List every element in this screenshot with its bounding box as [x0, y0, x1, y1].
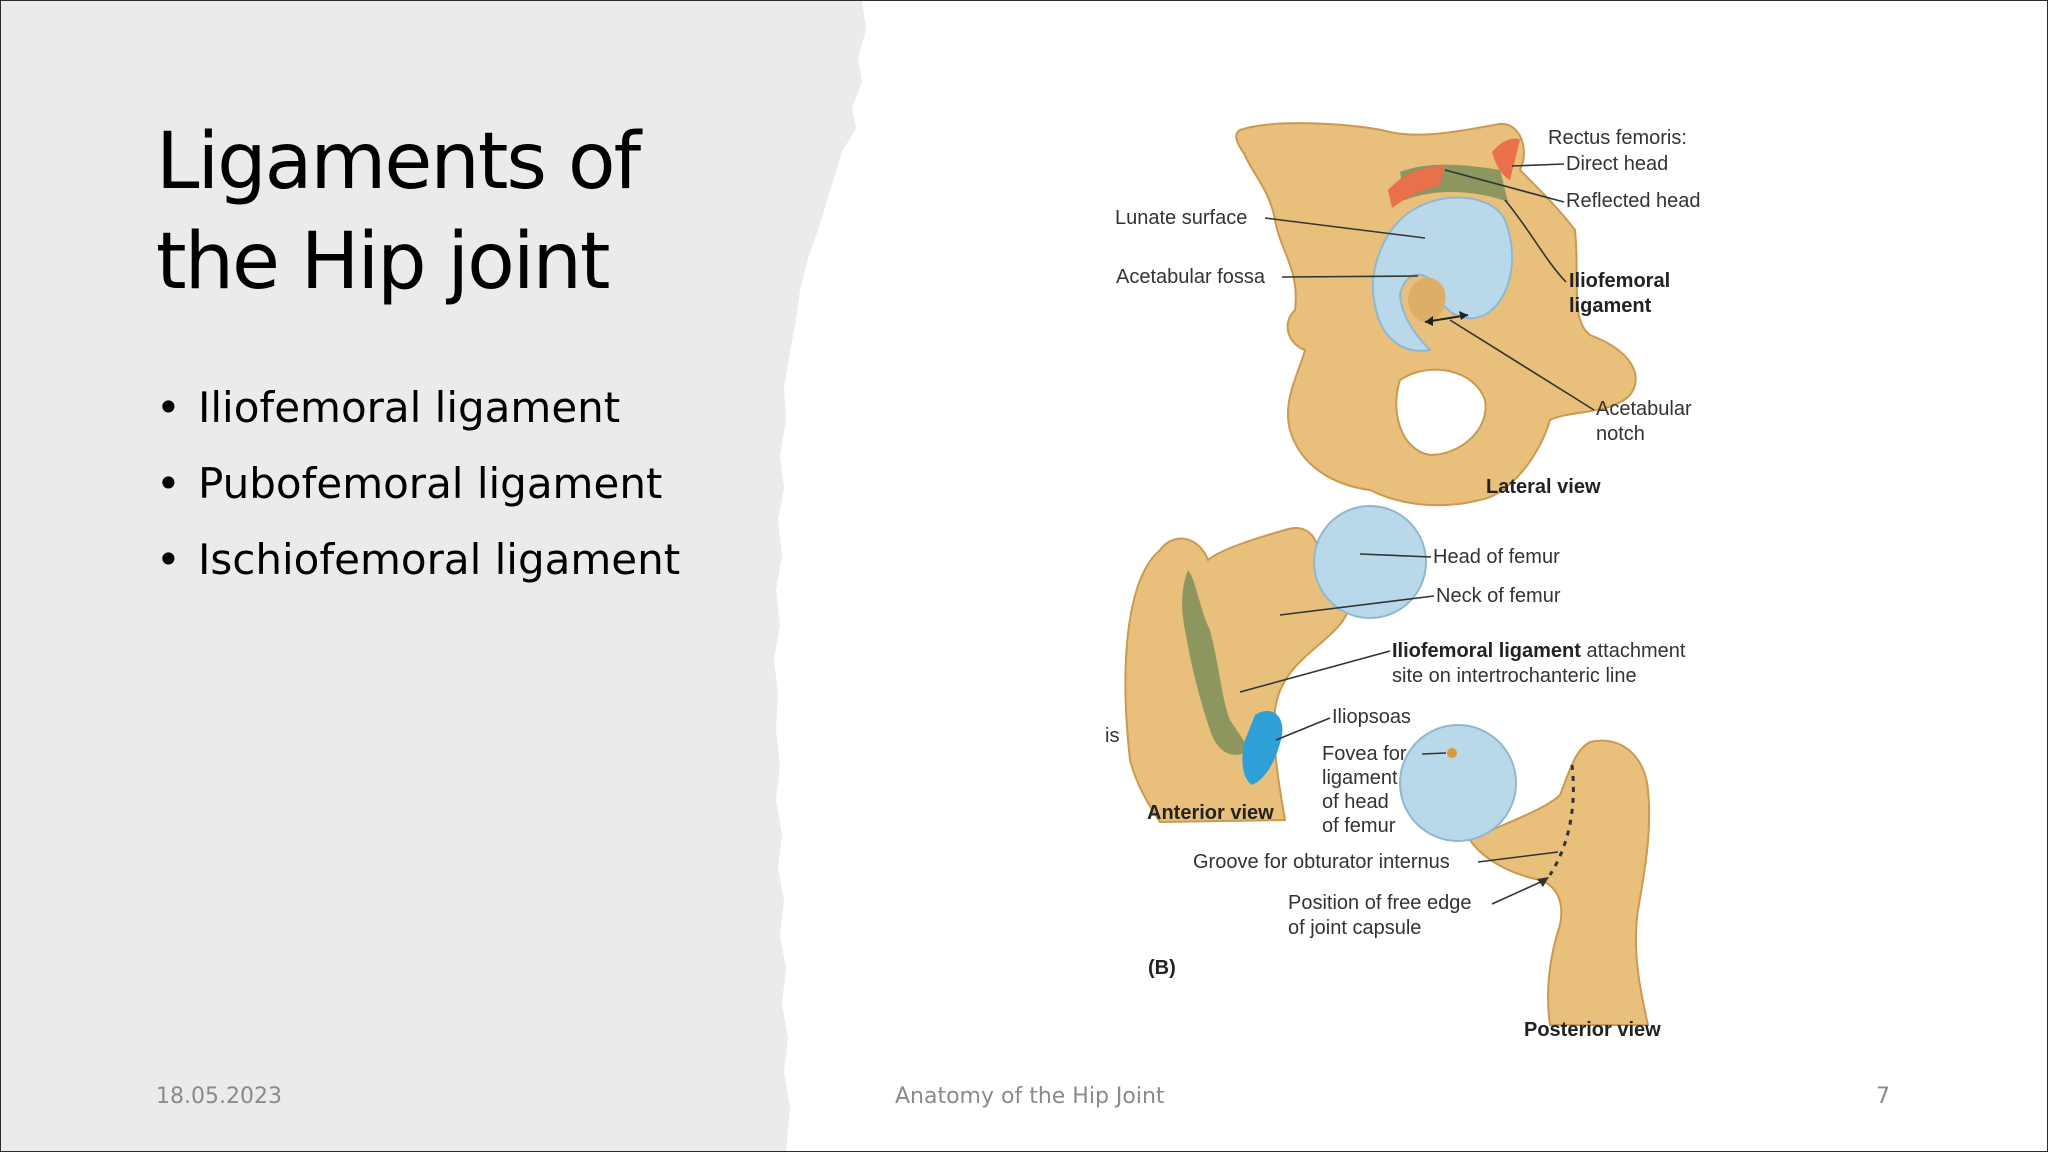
- footer-page-number: 7: [1876, 1084, 1890, 1109]
- leader-head-of-femur: [1359, 553, 1432, 558]
- leader-neck-of-femur: [1279, 595, 1435, 616]
- leader-acetabular-fossa: [1281, 275, 1419, 278]
- leader-iliofemoral: [1504, 199, 1567, 283]
- label-reflected-head: Reflected head: [1566, 190, 1701, 212]
- label-fovea-2: ligament: [1322, 767, 1398, 789]
- label-panel-b: (B): [1148, 957, 1176, 979]
- label-direct-head: Direct head: [1566, 153, 1668, 175]
- arrowhead-free-edge: [1537, 877, 1549, 887]
- anterior-view-illustration: [1124, 505, 1427, 824]
- label-acetabular-fossa: Acetabular fossa: [1116, 266, 1266, 288]
- label-free-edge-2: of joint capsule: [1288, 917, 1421, 939]
- leader-attachment: [1239, 650, 1391, 693]
- leader-iliopsoas: [1275, 717, 1331, 741]
- hip-anatomy-figure: Rectus femoris: Direct head Reflected he…: [1100, 110, 1740, 1060]
- posterior-view-illustration: [1399, 724, 1651, 1026]
- bullet-ischiofemoral: Ischiofemoral ligament: [156, 522, 836, 598]
- bullet-pubofemoral: Pubofemoral ligament: [156, 446, 836, 522]
- title-line-2: the Hip joint: [156, 217, 611, 307]
- label-iliofemoral-1: Iliofemoral: [1569, 270, 1670, 292]
- label-fovea-1: Fovea for: [1322, 743, 1407, 765]
- label-anterior-view: Anterior view: [1147, 802, 1274, 824]
- label-attachment-line-2: site on intertrochanteric line: [1392, 665, 1637, 687]
- label-attachment-bold: Iliofemoral ligament: [1392, 640, 1581, 662]
- leader-reflected-head: [1444, 169, 1565, 203]
- label-fovea-3: of head: [1322, 791, 1389, 813]
- label-attachment-rest: attachment: [1581, 640, 1686, 662]
- label-rectus-femoris: Rectus femoris:: [1548, 127, 1687, 149]
- label-head-of-femur: Head of femur: [1433, 546, 1560, 568]
- label-lateral-view: Lateral view: [1486, 476, 1601, 498]
- leader-acetabular-notch: [1449, 319, 1595, 411]
- slide-title: Ligaments of the Hip joint: [156, 112, 796, 312]
- label-posterior-view: Posterior view: [1524, 1019, 1661, 1041]
- label-lunate-surface: Lunate surface: [1115, 207, 1247, 229]
- label-acetabular-notch-2: notch: [1596, 423, 1645, 445]
- footer-date: 18.05.2023: [156, 1084, 282, 1109]
- label-acetabular-notch-1: Acetabular: [1596, 398, 1692, 420]
- label-iliopsoas: Iliopsoas: [1332, 706, 1411, 728]
- title-line-1: Ligaments of: [156, 117, 641, 207]
- label-neck-of-femur: Neck of femur: [1436, 585, 1561, 607]
- leader-lunate-surface: [1264, 217, 1426, 239]
- label-free-edge-1: Position of free edge: [1288, 892, 1471, 914]
- label-fovea-4: of femur: [1322, 815, 1396, 837]
- label-iliofemoral-2: ligament: [1569, 295, 1652, 317]
- leader-fovea: [1421, 752, 1447, 755]
- footer-title: Anatomy of the Hip Joint: [895, 1084, 1165, 1109]
- leader-free-edge: [1491, 879, 1546, 905]
- leader-direct-head: [1511, 163, 1565, 167]
- bullet-list: Iliofemoral ligament Pubofemoral ligamen…: [156, 370, 836, 598]
- bullet-iliofemoral: Iliofemoral ligament: [156, 370, 836, 446]
- label-groove-obturator: Groove for obturator internus: [1193, 851, 1450, 873]
- label-partial-is: is: [1105, 725, 1119, 747]
- label-attachment: Iliofemoral ligament attachment: [1392, 640, 1686, 662]
- leader-groove-obturator: [1477, 851, 1559, 863]
